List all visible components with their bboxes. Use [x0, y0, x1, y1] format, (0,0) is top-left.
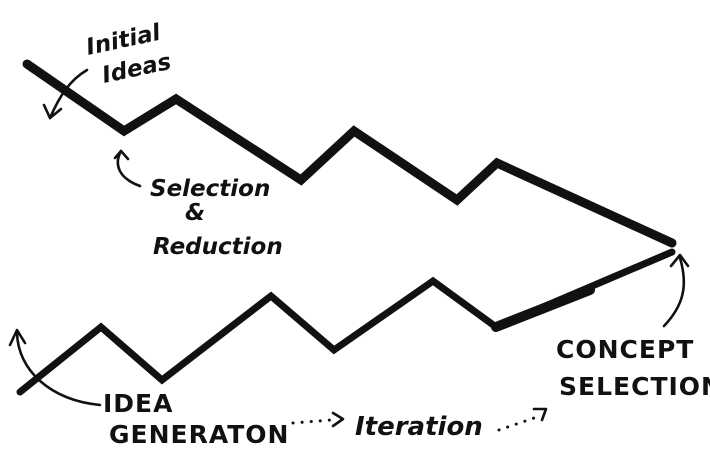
selection-label-line3: Reduction: [153, 234, 283, 260]
initial-ideas-arrowhead: [42, 103, 63, 120]
dotted-arrow-right-head: [532, 407, 548, 422]
selection-arrowhead: [113, 149, 130, 161]
concept-selection-arrowhead: [669, 253, 690, 268]
selection-arrow: [116, 149, 142, 188]
idea-generation-arrow: [15, 331, 102, 407]
idea-generation-arrowhead: [8, 328, 27, 347]
generation-zigzag-thick-segment: [491, 285, 595, 332]
concept-selection-label-line2: SELECTION: [559, 372, 710, 401]
concept-selection-arrow: [662, 256, 686, 328]
dotted-arrow-left-head: [331, 411, 345, 428]
generation-zigzag-line: [16, 248, 676, 396]
selection-label-line1: Selection: [150, 176, 270, 202]
initial-ideas-arrow: [48, 68, 89, 120]
dotted-arrow-left: [291, 418, 333, 425]
reduction-zigzag-line: [22, 59, 677, 248]
reduction-zigzag-tip: [597, 209, 675, 246]
dotted-arrow-right: [497, 415, 539, 432]
idea-generation-label-line2: GENERATON: [109, 420, 289, 449]
idea-generation-label-line1: IDEA: [103, 389, 173, 418]
concept-selection-label-line1: CONCEPT: [556, 335, 694, 364]
selection-label-line2: &: [185, 200, 205, 226]
iteration-label: Iteration: [355, 412, 483, 442]
